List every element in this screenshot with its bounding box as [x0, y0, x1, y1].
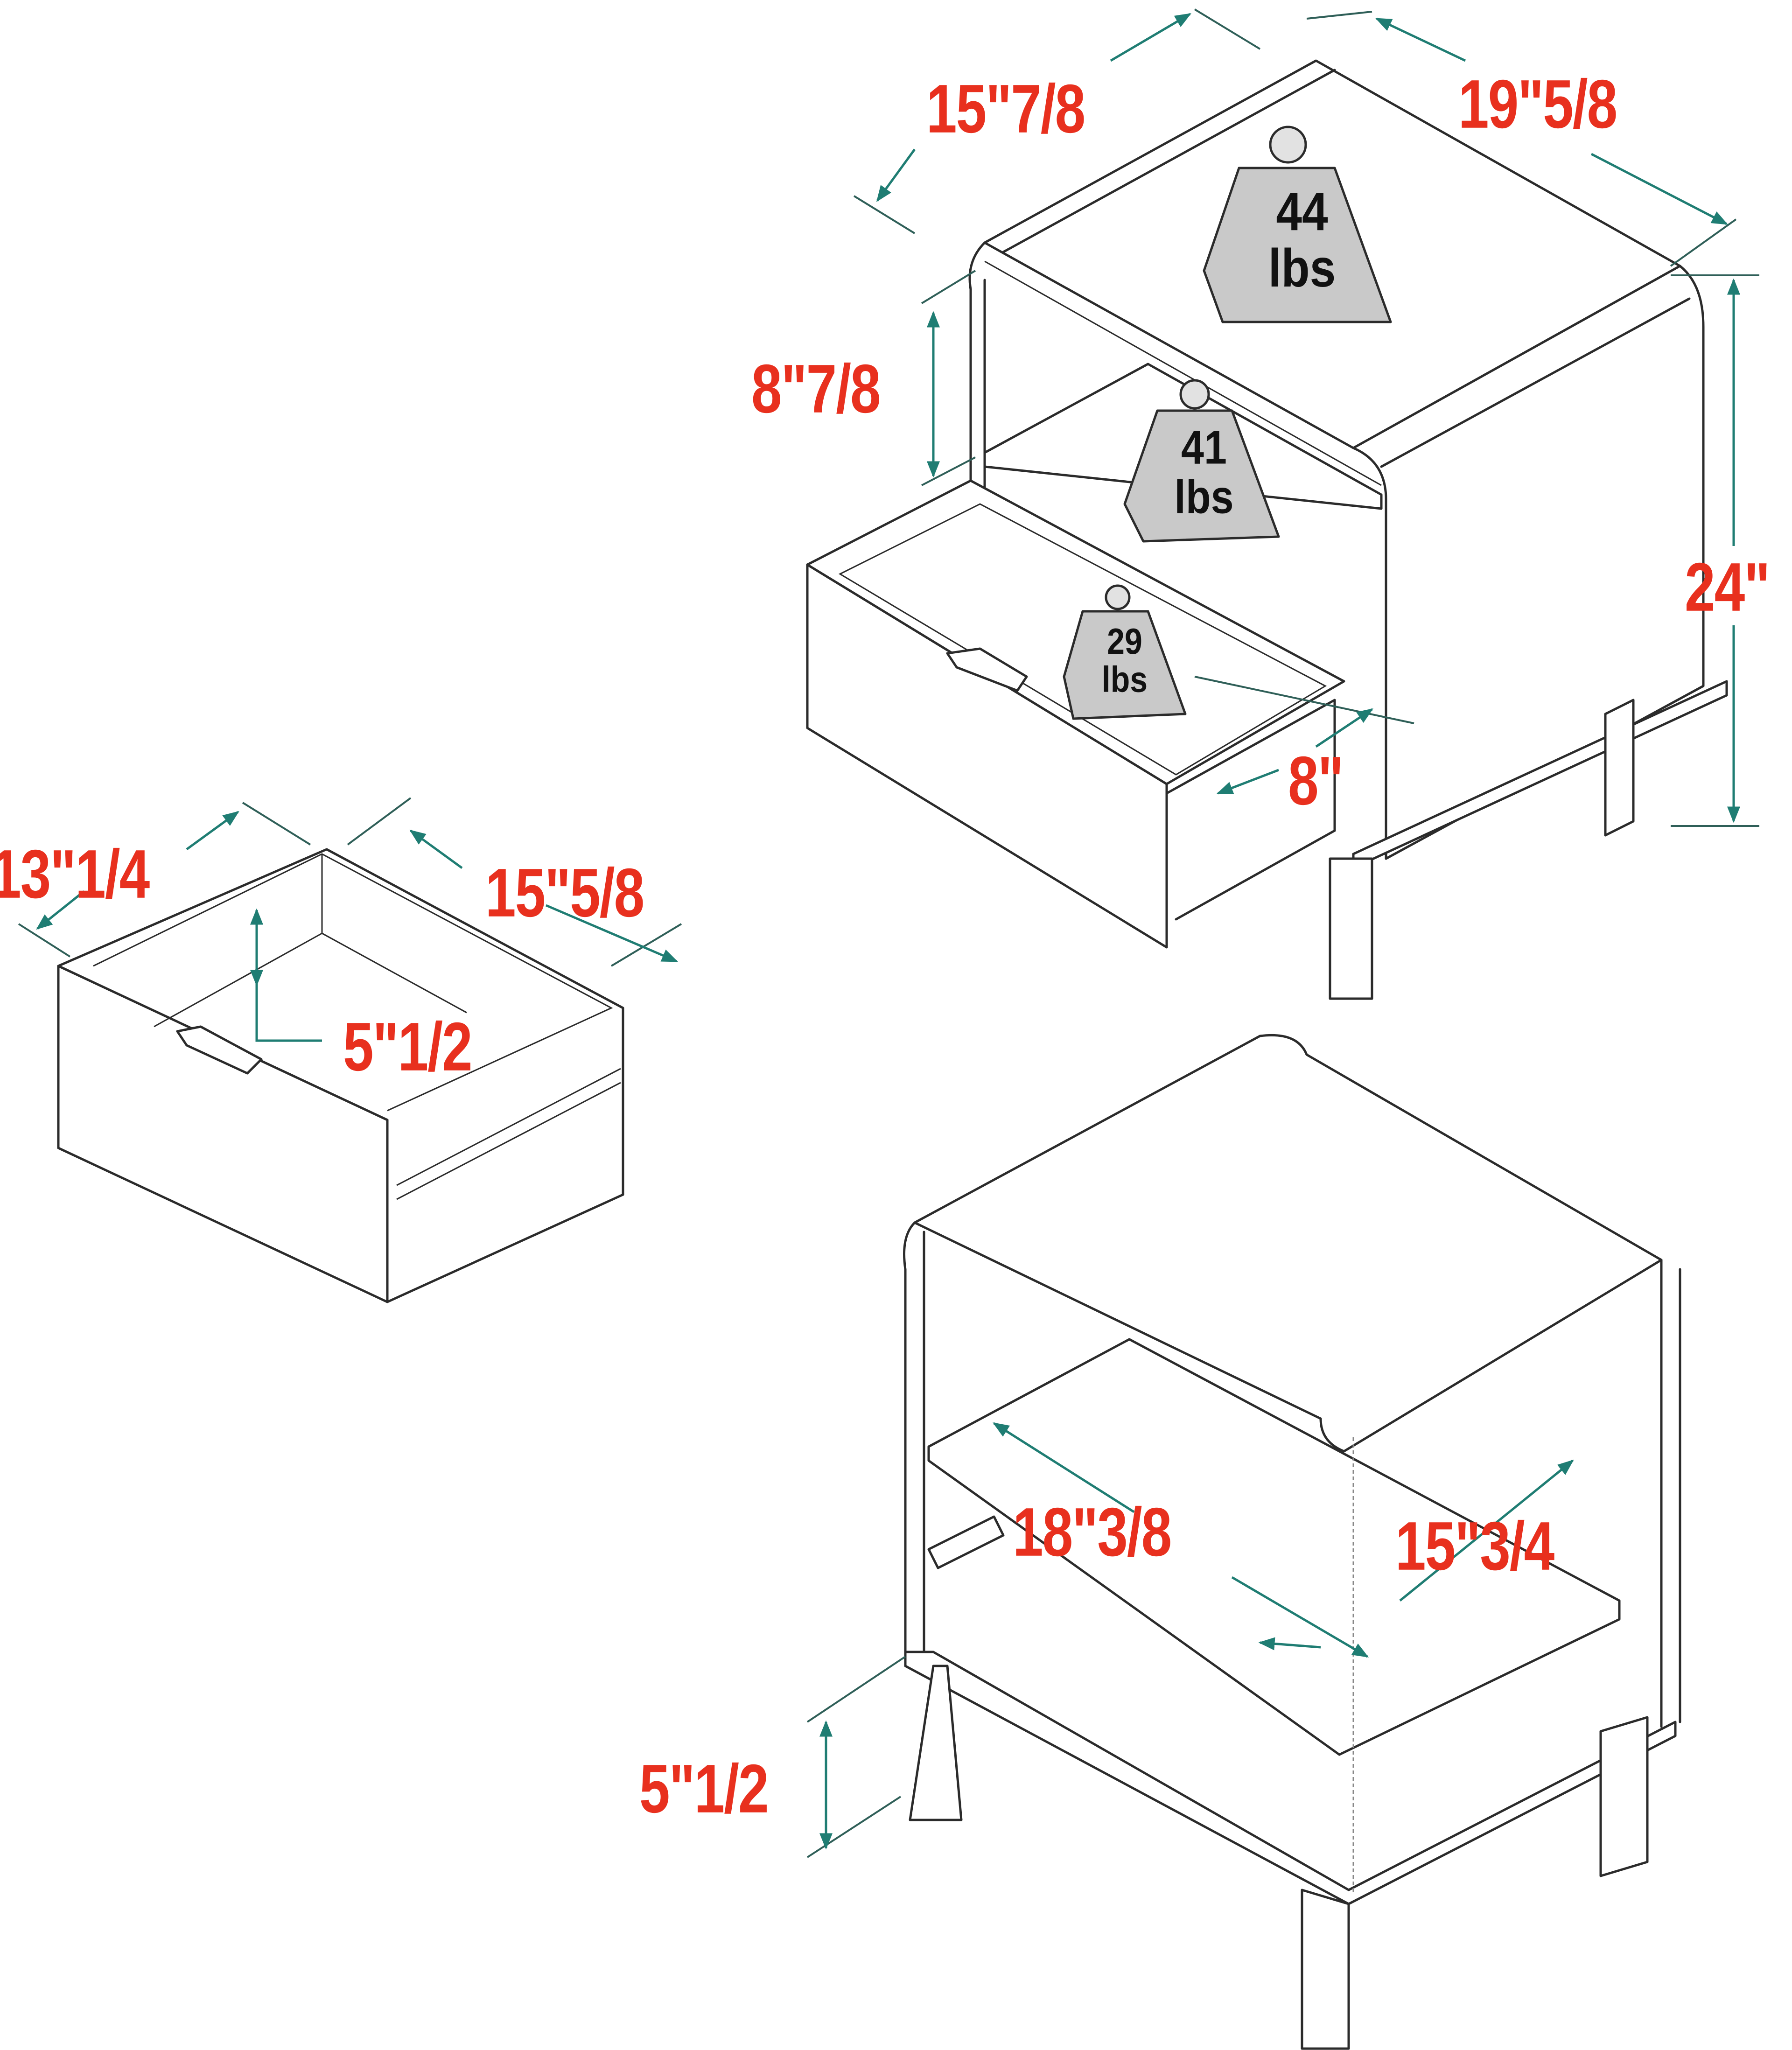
leg-front: [1329, 857, 1373, 1000]
leg-front-center: [1301, 1889, 1350, 2050]
open-top-surface: [913, 1034, 1663, 1453]
weight-label-top: 44 lbs: [1255, 184, 1349, 297]
nightstand-main-drawing: [806, 8, 1759, 1000]
dim-label-drawer-width: 13"1/4: [0, 836, 150, 913]
open-stand-drawing: [806, 1034, 1681, 2050]
dim-label-main-height: 24": [1685, 549, 1770, 626]
dim-label-drawer-depth: 15"5/8: [485, 854, 644, 932]
leg-back-right: [1604, 699, 1635, 837]
dim-label-shelf-width: 18"3/8: [1013, 1494, 1172, 1571]
dim-label-leg-height: 5"1/2: [639, 1750, 769, 1828]
open-shelf: [927, 1338, 1621, 1756]
dim-label-main-width: 19"5/8: [1458, 66, 1617, 143]
leg-front-left: [909, 1665, 963, 1821]
weight-shelf-unit: lbs: [1174, 470, 1234, 524]
dim-label-drawer-inside-height: 8": [1288, 742, 1344, 820]
drawer-front-panel: [57, 965, 389, 1303]
weight-icon-top: [1203, 126, 1392, 323]
weight-icon-drawer: [1063, 584, 1187, 720]
dim-label-main-depth: 15"7/8: [926, 70, 1085, 148]
weight-shelf-value: 41: [1181, 420, 1227, 474]
weight-top-value: 44: [1276, 182, 1328, 242]
weight-icon-shelf: [1123, 379, 1280, 543]
weight-top-unit: lbs: [1268, 238, 1336, 299]
weight-drawer-value: 29: [1107, 621, 1142, 662]
drawer-detail-drawing: [18, 797, 682, 1303]
open-base-rail: [904, 1651, 1677, 1905]
support-bracket: [927, 1515, 1005, 1569]
dim-label-shelf-gap: 8"7/8: [751, 350, 881, 428]
weight-label-shelf: 41 lbs: [1162, 420, 1246, 524]
weight-label-drawer: 29 lbs: [1092, 621, 1157, 700]
drawer-handle: [946, 647, 1028, 692]
dim-label-drawer-height: 5"1/2: [343, 1008, 473, 1086]
drawer-detail-handle: [176, 1025, 263, 1075]
weight-drawer-unit: lbs: [1101, 659, 1148, 700]
leg-front-right: [1599, 1716, 1649, 1877]
dim-label-shelf-depth: 15"3/4: [1395, 1508, 1554, 1585]
